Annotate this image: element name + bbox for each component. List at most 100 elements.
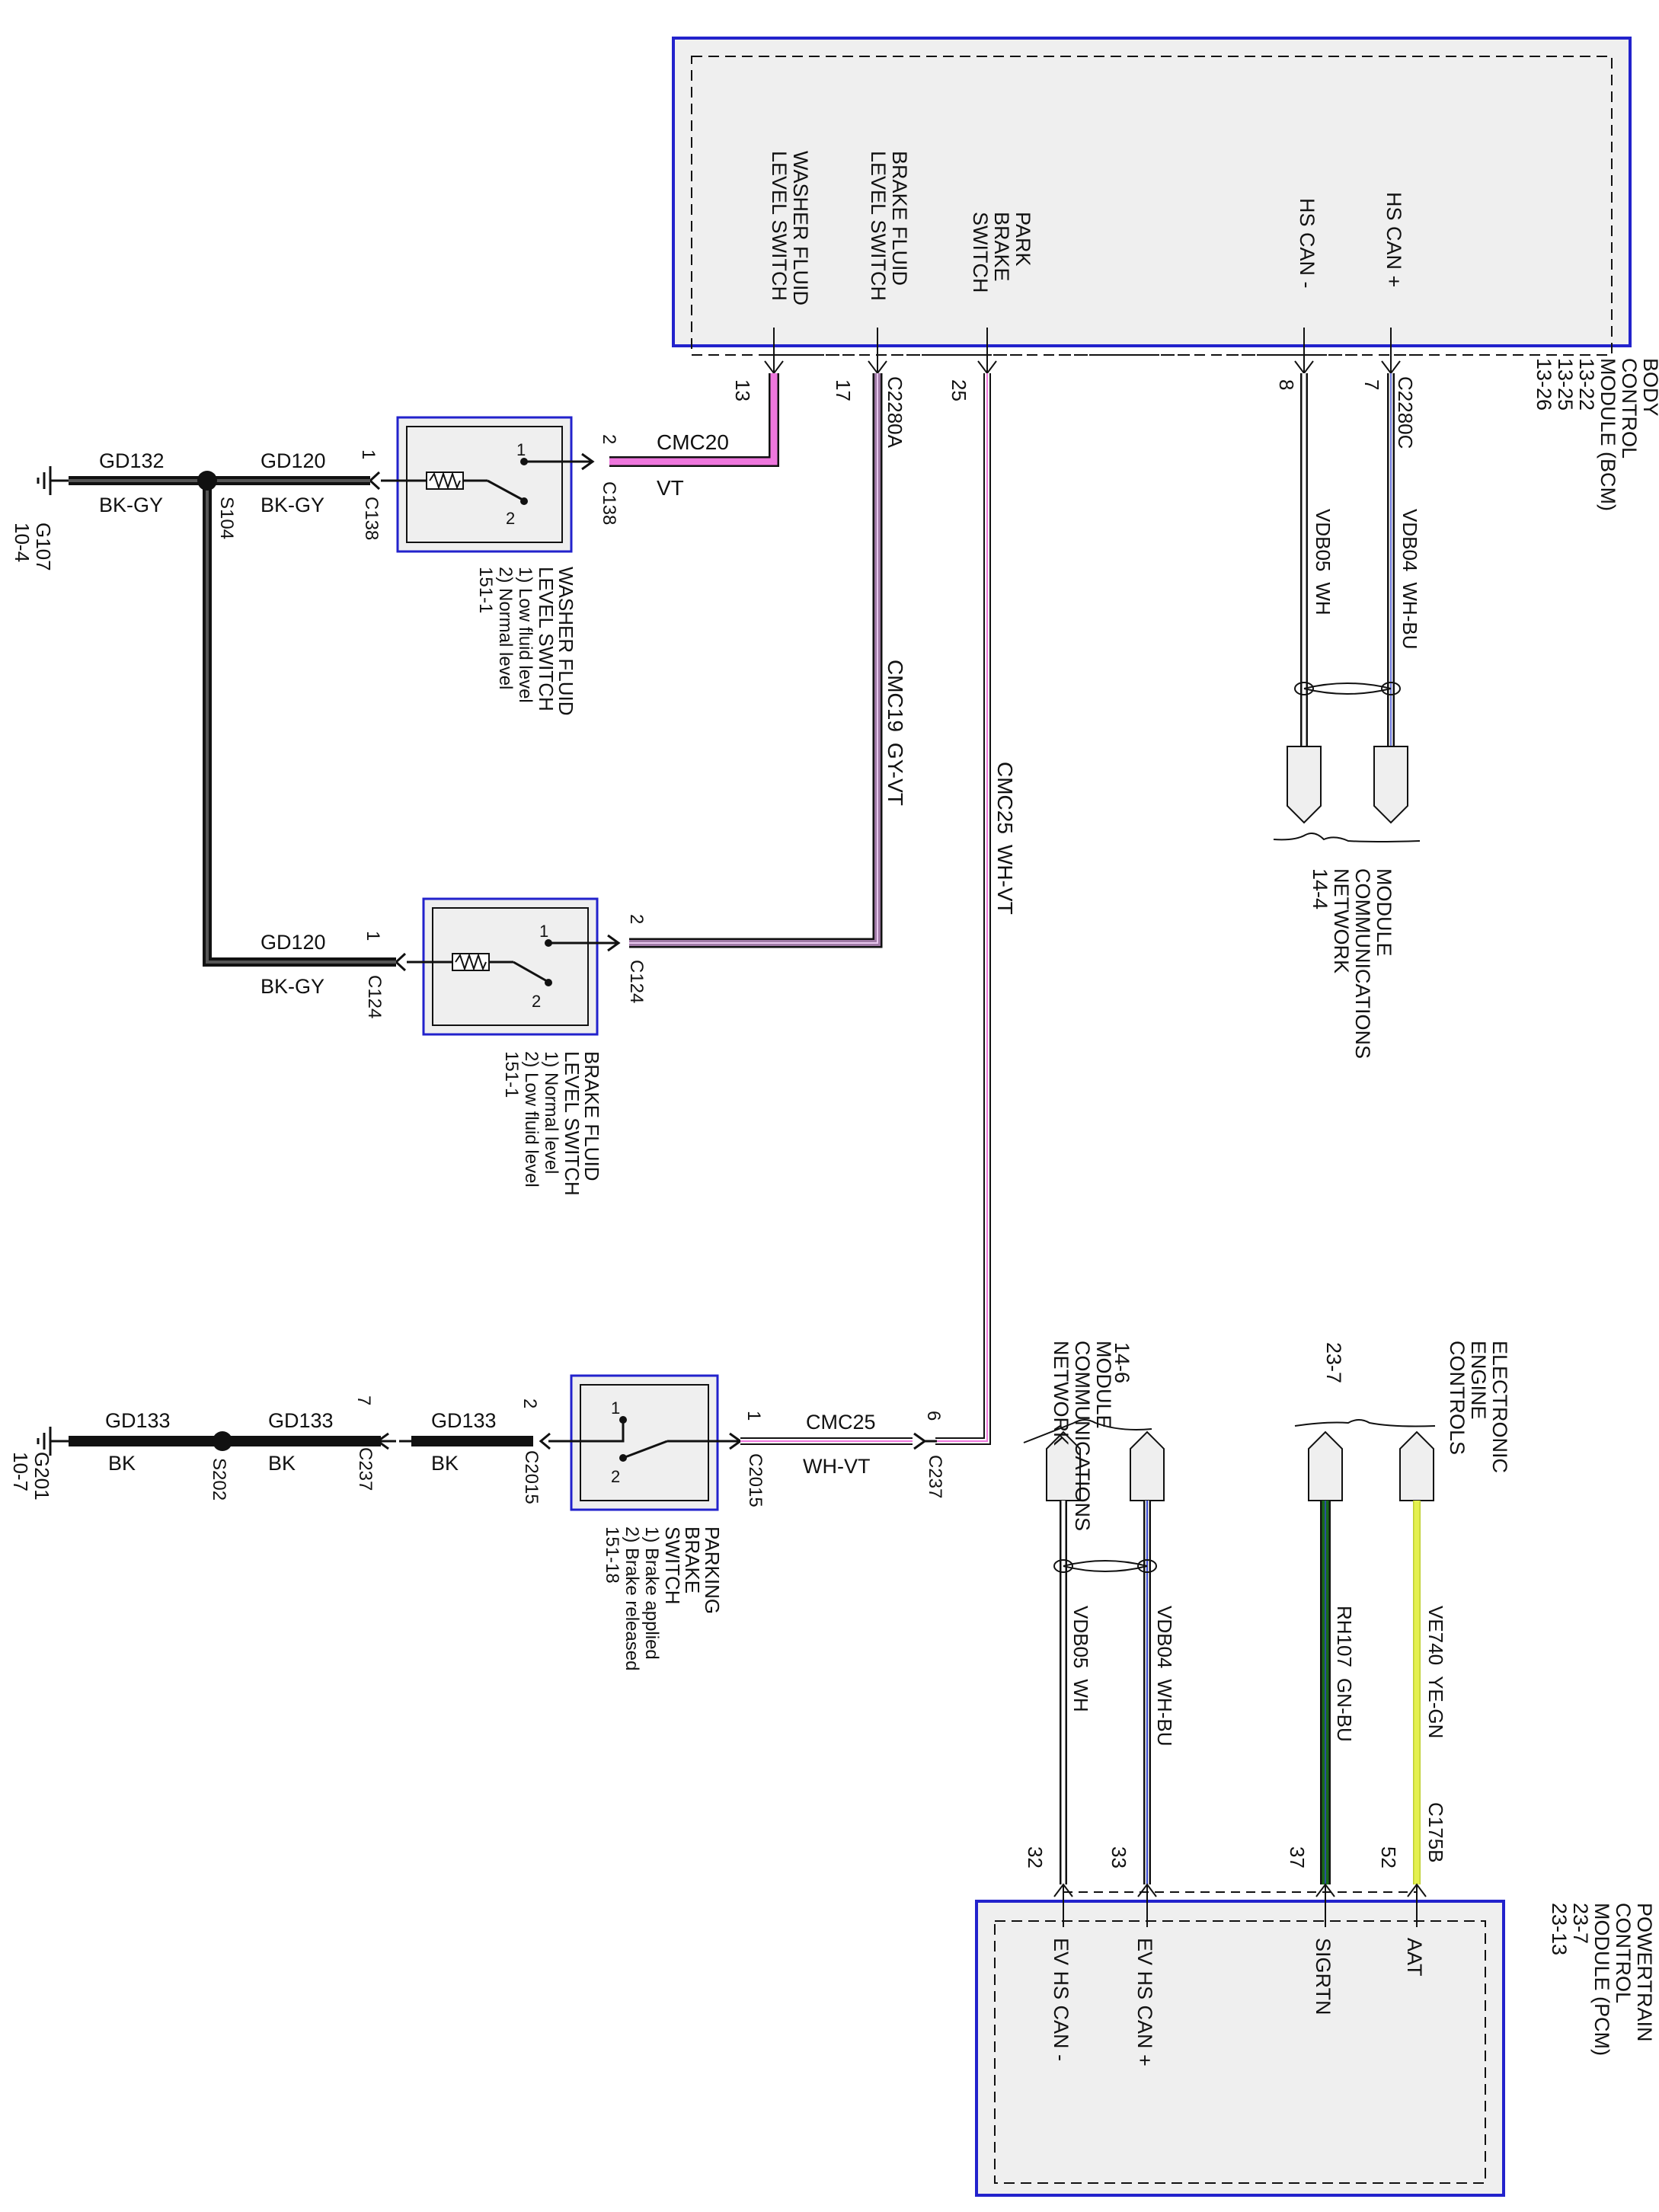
park-pin-signal: 1 [743,1411,764,1421]
wire-cmc25b: CMC25 WH-VT 6 C237 [740,1411,945,1498]
bcm-module: BODY CONTROL MODULE (BCM) 13-22 13-25 13… [672,37,1659,511]
svg-text:G107: G107 [32,523,55,571]
svg-text:LEVEL SWITCH: LEVEL SWITCH [561,1051,583,1196]
park-connector-signal: C2015 [745,1453,766,1507]
wire-ve740-label: VE740YE-GN [1424,1606,1447,1738]
brake-connector-signal: C124 [626,960,647,1003]
bcm-pin-8: 8 [1275,379,1298,390]
svg-text:NETWORK: NETWORK [1330,868,1353,973]
bcm-label-brake: BRAKE FLUID LEVEL SWITCH [867,151,911,301]
bcm-pin-17: 17 [832,379,855,401]
c237-connector-right: C237 [925,1455,945,1498]
ground-bottom: GD133 BK GD133 BK GD133 BK 7 C237 S202 G… [9,1395,533,1501]
pcm-label-sigrtn: SIGRTN [1312,1938,1335,2015]
ground-top: GD132 BK-GY GD120 BK-GY GD120 BK-GY S104… [11,449,396,998]
ref-eec-page: 23-7 [1322,1342,1345,1383]
svg-text:G201: G201 [30,1452,53,1501]
brake-contact-1: 1 [539,922,548,941]
svg-text:1) Brake applied: 1) Brake applied [641,1526,662,1660]
splice-s104-label: S104 [216,497,237,539]
svg-text:LEVEL SWITCH: LEVEL SWITCH [867,151,890,301]
wire-gd120a-circuit: GD120 [261,449,326,472]
pcm-label-ev-plus: EV HS CAN + [1133,1938,1156,2067]
svg-text:BRAKE FLUID: BRAKE FLUID [888,151,911,286]
svg-text:BRAKE: BRAKE [990,212,1013,282]
pcm-module: 32 33 37 52 C175B EV HS CAN - EV HS CAN … [975,1802,1505,2197]
park-contact-1: 1 [611,1398,620,1418]
splice-s104 [197,471,217,491]
splice-s202 [213,1431,232,1451]
brake-switch: 1 2 1 C124 2 C124 [363,897,647,1036]
bcm-pin-25: 25 [948,379,970,401]
bcm-connector-c2280c: C2280C [1394,376,1417,449]
ground-g107: G107 10-4 [11,523,55,571]
svg-text:COMMUNICATIONS: COMMUNICATIONS [1351,868,1374,1059]
bcm-title-line: 13-22 [1575,358,1598,411]
svg-text:COMMUNICATIONS: COMMUNICATIONS [1071,1341,1094,1531]
pcm-pin-52: 52 [1377,1846,1400,1868]
svg-text:PARKING: PARKING [701,1526,724,1614]
pcm-label-aat: AAT [1403,1938,1426,1977]
wire-gd133b-circuit: GD133 [268,1409,334,1432]
svg-text:WASHER FLUID: WASHER FLUID [789,151,812,305]
svg-text:BRAKE FLUID: BRAKE FLUID [580,1051,603,1181]
svg-text:BRAKE: BRAKE [681,1526,704,1593]
bcm-box [672,37,1632,347]
svg-text:151-18: 151-18 [602,1526,622,1584]
ref-eec: ELECTRONIC ENGINE CONTROLS [1446,1341,1511,1473]
pcm-title: POWERTRAIN CONTROL MODULE (PCM) 23-7 23-… [1548,1903,1656,2056]
pcm-label-ev-minus: EV HS CAN - [1050,1938,1072,2061]
washer-pin-ground: 1 [358,449,379,459]
wire-vdb05b-label: VDB05WH [1069,1606,1092,1712]
bcm-title-line: MODULE (BCM) [1597,358,1619,511]
park-switch: 1 2 2 C2015 1 C2015 [519,1374,766,1511]
wire-cmc25b-color: WH-VT [803,1455,870,1478]
wire-gd132-circuit: GD132 [99,449,165,472]
svg-text:10-4: 10-4 [11,523,34,562]
c237-connector-left: C237 [355,1447,376,1491]
c237-pin-7: 7 [353,1395,374,1405]
bcm-title: BODY CONTROL MODULE (BCM) 13-22 13-25 13… [1533,358,1659,511]
svg-text:1) Low fluid level: 1) Low fluid level [515,567,535,703]
wire-cmc20-circuit: CMC20 [657,430,729,454]
brake-contact-2: 2 [532,992,541,1011]
bcm-label-park: PARK BRAKE SWITCH [969,212,1034,292]
svg-text:2) Normal level: 2) Normal level [495,567,516,689]
c237-pin-6: 6 [923,1411,944,1421]
washer-switch-title: WASHER FLUID LEVEL SWITCH 1) Low fluid l… [475,567,577,716]
park-pin-ground: 2 [519,1398,540,1408]
svg-text:MODULE: MODULE [1092,1341,1115,1429]
wire-cmc25: CMC25WH-VT [935,373,1017,1445]
pcm-connector-c175b: C175B [1424,1802,1447,1863]
svg-text:10-7: 10-7 [9,1452,32,1491]
brake-pin-ground: 1 [363,931,383,941]
bcm-pin-7: 7 [1360,379,1383,390]
bcm-pin-13: 13 [731,379,754,401]
bcm-label-washer: WASHER FLUID LEVEL SWITCH [768,151,812,305]
ground-g201: G201 10-7 [9,1452,53,1501]
wire-gd120b-color: BK-GY [261,975,324,998]
svg-text:1) Normal level: 1) Normal level [541,1051,561,1174]
svg-text:LEVEL SWITCH: LEVEL SWITCH [535,567,558,711]
ref-mcn-bottom: MODULE COMMUNICATIONS NETWORK [1050,1341,1115,1531]
wire-gd133a-color: BK [108,1452,136,1475]
wire-gd133a-circuit: GD133 [105,1409,171,1432]
wire-vdb04-label: VDB04WH-BU [1398,509,1421,649]
pcm-pin-32: 32 [1024,1846,1047,1868]
svg-text:PARK: PARK [1012,212,1034,267]
washer-contact-1: 1 [516,440,526,459]
wire-gd133c-circuit: GD133 [431,1409,497,1432]
wire-gd132-color: BK-GY [99,494,163,516]
svg-text:ENGINE: ENGINE [1467,1341,1490,1420]
pcm-pin-37: 37 [1286,1846,1309,1868]
wire-cmc20-color: VT [657,476,684,500]
wire-gd133c-color: BK [431,1452,459,1475]
svg-text:151-1: 151-1 [475,567,496,613]
washer-contact-2: 2 [506,509,515,528]
svg-text:ELECTRONIC: ELECTRONIC [1488,1341,1511,1473]
bcm-title-line: 13-26 [1533,358,1555,411]
splice-s202-label: S202 [209,1458,229,1501]
svg-text:SWITCH: SWITCH [661,1526,684,1605]
svg-text:151-1: 151-1 [501,1051,522,1098]
wire-gd120b-circuit: GD120 [261,931,326,954]
